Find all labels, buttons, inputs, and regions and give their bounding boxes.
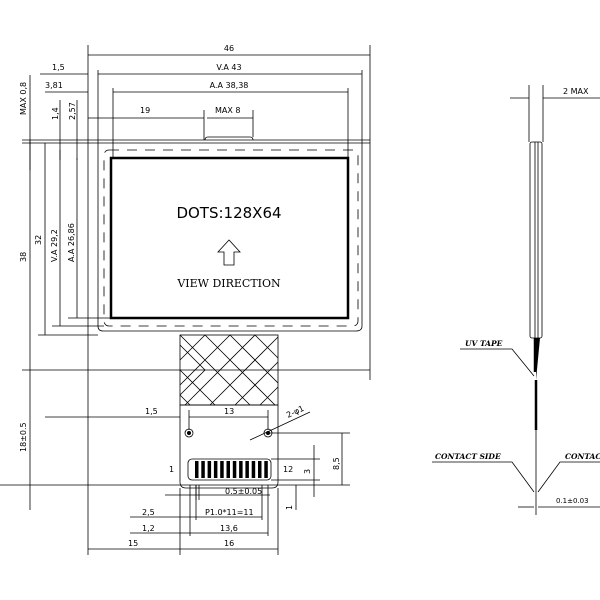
dim-tab-width: MAX 8: [215, 106, 241, 115]
tab-outline: [204, 136, 254, 141]
dim-hole-to-end: 8,5: [332, 457, 341, 470]
dim-overall-width: 46: [224, 44, 234, 53]
contact-pad: [195, 461, 199, 478]
dim-aa-height: A.A 26,86: [67, 223, 76, 262]
panel-outline: [97, 143, 363, 332]
contact-side-left-leader: [432, 461, 535, 493]
dim-pad-width: 0.5±0.05: [225, 487, 262, 496]
dim-fpc-length: 18±0.5: [19, 422, 28, 452]
dim-fpc-width: 16: [224, 539, 234, 548]
fpc-thickness: 0.1±0.03: [556, 497, 589, 505]
contact-pad: [213, 461, 218, 478]
dim-pitch-offset: 2,5: [142, 508, 155, 517]
dimension-lines: [29, 54, 370, 555]
dim-hole-pitch: 13: [224, 407, 234, 416]
contact-pad: [264, 461, 268, 478]
pad-area: [187, 458, 272, 481]
dim-offset-v1: 1,4: [51, 107, 60, 120]
dim-aa-width: A.A 38,38: [210, 81, 249, 90]
dim-pad-span-offset: 1,2: [142, 524, 155, 533]
contact-pads: [195, 461, 268, 478]
contact-pad: [201, 461, 205, 478]
active-area: [109, 156, 350, 320]
side-panel: [529, 141, 543, 339]
fpc-tail: [179, 405, 279, 489]
contact-side-right-label: CONTACT SIDE: [565, 452, 600, 461]
dim-tab-height: MAX 0,8: [19, 82, 28, 115]
display-resolution: DOTS:128X64: [176, 204, 281, 222]
front-view: DOTS:128X64 VIEW DIRECTION: [22, 45, 371, 555]
hole-left-center: [187, 431, 191, 435]
side-thickness: 2 MAX: [563, 87, 589, 96]
contact-pad: [245, 461, 249, 478]
dim-pad-span: 13,6: [220, 524, 238, 533]
fpc: [0, 334, 350, 489]
pin-1-label: 1: [169, 465, 174, 474]
dim-pad-to-end: 1: [285, 505, 294, 510]
contact-pad: [207, 461, 212, 478]
contact-pad: [232, 461, 237, 478]
dim-tab-offset: 19: [140, 106, 150, 115]
uv-tape-label: UV TAPE: [465, 339, 503, 348]
dim-offset-va: 1,5: [52, 63, 65, 72]
dim-panel-height: 32: [34, 235, 43, 245]
contact-pad: [239, 461, 243, 478]
fpc-hatch: [179, 334, 279, 406]
contact-pad: [226, 461, 230, 478]
uv-tape-leader: [460, 348, 535, 377]
side-view: 2 MAX UV TAPE CONTACT SIDE CONTACT SIDE …: [432, 85, 600, 515]
dim-overall-height: 38: [19, 252, 28, 262]
contact-side-right-leader: [537, 461, 600, 493]
dim-pad-height: 3: [303, 469, 312, 474]
dim-offset-aa: 3,81: [45, 81, 63, 90]
contact-pad: [220, 461, 224, 478]
hole-leader: [249, 411, 311, 441]
dim-offset-v2: 2,57: [68, 102, 77, 120]
dim-hole-offset: 1,5: [145, 407, 158, 416]
dim-fpc-offset: 15: [128, 539, 138, 548]
dim-hole-dia: 2-φ1: [285, 404, 305, 420]
pin-12-label: 12: [283, 465, 293, 474]
view-direction-arrow-icon: [217, 239, 241, 266]
dimension-labels: 46 V.A 43 A.A 38,38 1,5 3,81 19 MAX 8 MA…: [19, 44, 341, 548]
dim-pitch: P1.0*11=11: [205, 508, 254, 517]
contact-pad: [251, 461, 256, 478]
dim-va-height: V.A 29,2: [50, 229, 59, 262]
contact-side-left-label: CONTACT SIDE: [435, 452, 501, 461]
view-direction-label: VIEW DIRECTION: [176, 277, 281, 290]
contact-pad: [258, 461, 262, 478]
viewing-area-dashed: [103, 149, 359, 327]
side-fpc-taper: [536, 338, 540, 380]
dim-va-width: V.A 43: [216, 63, 241, 72]
